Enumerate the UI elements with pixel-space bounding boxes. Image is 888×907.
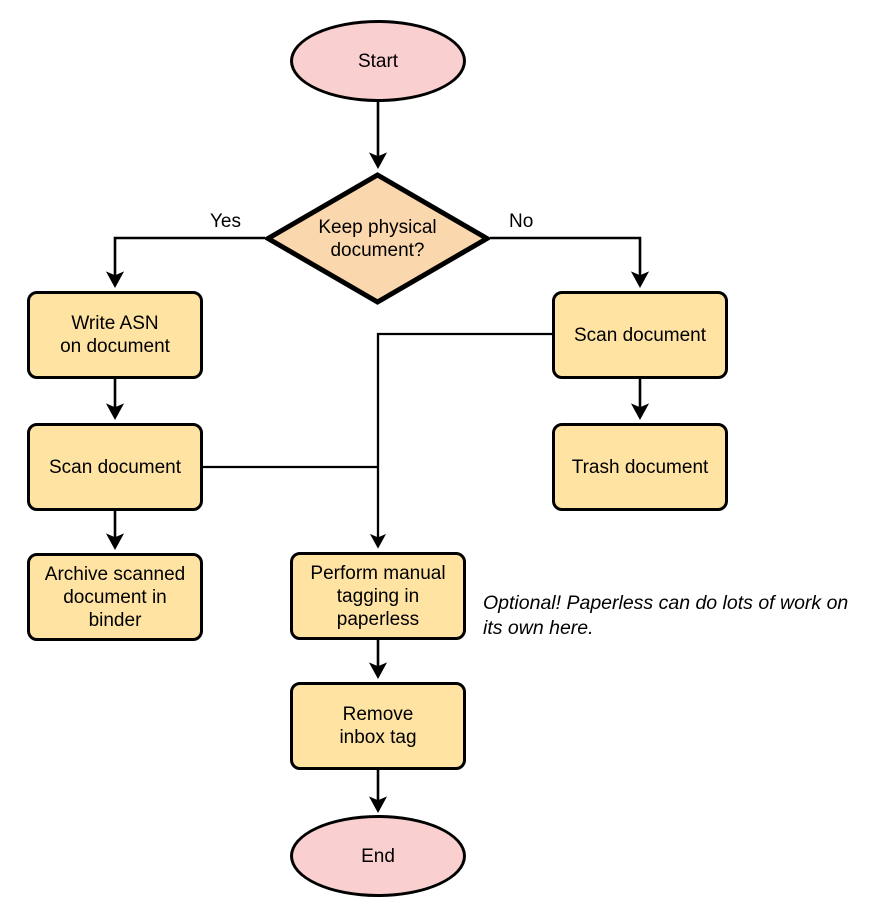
node-scan-document-right-label: Scan document xyxy=(573,324,707,346)
node-trash-document-label: Trash document xyxy=(571,456,709,478)
node-keep-physical-document-label: Keep physical document? xyxy=(318,216,437,261)
edge-label-no: No xyxy=(509,211,534,232)
node-archive-scanned-document-label: Archive scanned document in binder xyxy=(44,563,186,631)
node-write-asn-label: Write ASN on document xyxy=(60,313,170,357)
node-scan-document-left-label: Scan document xyxy=(48,456,182,478)
node-write-asn[interactable]: Write ASN on document xyxy=(27,291,203,379)
node-scan-document-right[interactable]: Scan document xyxy=(552,291,728,379)
node-start[interactable]: Start xyxy=(290,20,466,102)
node-remove-inbox-tag[interactable]: Remove inbox tag xyxy=(290,682,466,770)
edge-decision-no-to-scan-right xyxy=(490,236,650,289)
node-scan-document-left[interactable]: Scan document xyxy=(27,423,203,511)
node-perform-manual-tagging[interactable]: Perform manual tagging in paperless xyxy=(290,552,466,640)
node-end[interactable]: End xyxy=(290,815,466,897)
edge-scan-right-to-tagging xyxy=(369,332,552,549)
edge-decision-yes-to-write-asn xyxy=(105,236,265,289)
diamond-shape xyxy=(265,172,490,305)
node-start-label: Start xyxy=(357,50,399,72)
node-trash-document[interactable]: Trash document xyxy=(552,423,728,511)
edge-label-yes: Yes xyxy=(210,211,241,232)
node-keep-physical-document[interactable]: Keep physical document? xyxy=(265,172,490,305)
node-remove-inbox-tag-label: Remove inbox tag xyxy=(339,704,417,748)
note-optional-paperless: Optional! Paperless can do lots of work … xyxy=(483,592,849,639)
node-end-label: End xyxy=(361,845,395,867)
node-perform-manual-tagging-label: Perform manual tagging in paperless xyxy=(310,562,446,630)
node-archive-scanned-document[interactable]: Archive scanned document in binder xyxy=(27,553,203,641)
